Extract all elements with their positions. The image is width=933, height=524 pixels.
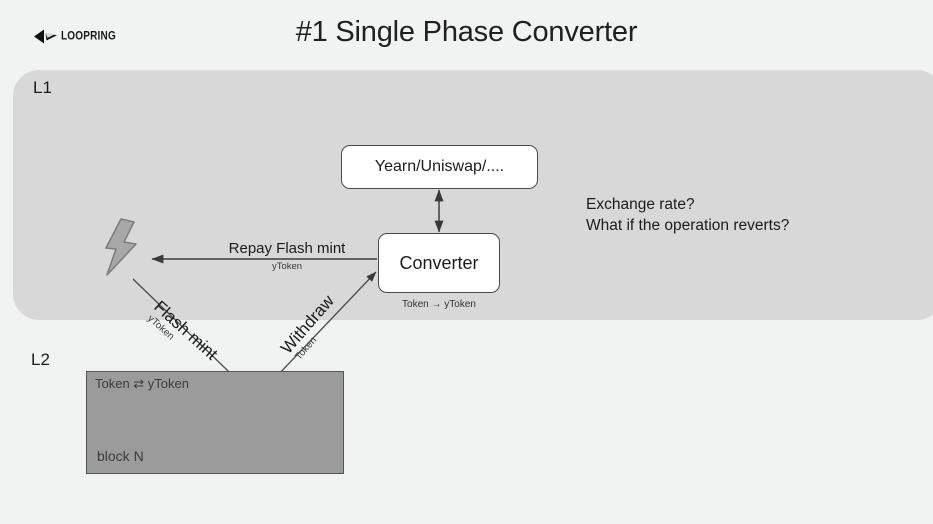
node-converter[interactable]: Converter: [378, 233, 500, 293]
slide-header: LOOPRING #1 Single Phase Converter: [0, 0, 933, 68]
node-yearn-uniswap[interactable]: Yearn/Uniswap/....: [341, 145, 538, 189]
question-exchange-rate: Exchange rate?: [586, 196, 695, 213]
question-operation-reverts: What if the operation reverts?: [586, 217, 790, 234]
page-title: #1 Single Phase Converter: [295, 16, 638, 48]
l2-block-box: Token ⇄ yToken block N: [86, 371, 344, 474]
l1-label: L1: [33, 78, 52, 97]
questions-block: Exchange rate? What if the operation rev…: [586, 194, 789, 236]
l2-block-number-caption: block N: [97, 448, 144, 464]
l2-token-swap-caption: Token ⇄ yToken: [95, 376, 189, 391]
loopring-triangle-arrow-icon: [34, 29, 57, 44]
edge-label-repay-flash-mint: Repay Flash mint: [228, 240, 346, 257]
l2-label: L2: [31, 350, 50, 369]
loopring-logo: LOOPRING: [33, 29, 116, 44]
loopring-wordmark: LOOPRING: [61, 29, 116, 43]
edge-sublabel-repay-ytoken: yToken: [271, 261, 303, 272]
converter-caption: Token → yToken: [402, 299, 476, 310]
